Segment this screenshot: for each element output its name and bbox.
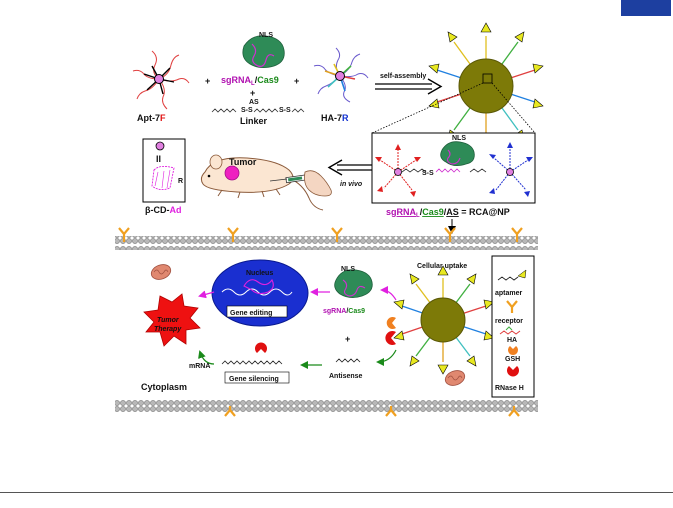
corner-accent-tab bbox=[621, 0, 671, 16]
gene-silencing-label: Gene silencing bbox=[229, 376, 279, 383]
aptamer-icon bbox=[497, 269, 527, 281]
rnase-h-on-mrna bbox=[255, 342, 267, 353]
sgrna-cas9-label-top: sgRNAL/Cas9 bbox=[221, 75, 279, 87]
hand-icon bbox=[304, 170, 332, 197]
cd-roman-ii: II bbox=[156, 154, 161, 164]
nls-label-top: NLS bbox=[259, 32, 273, 39]
plus-sign-3: + bbox=[294, 76, 299, 86]
nls-label-cell: NLS bbox=[341, 266, 355, 273]
legend-aptamer-label: aptamer bbox=[495, 290, 523, 297]
legend-ha-label: HA bbox=[507, 337, 517, 344]
linker-label: Linker bbox=[240, 116, 268, 126]
cell-membrane-bottom bbox=[115, 400, 538, 414]
linker-strand-right bbox=[291, 108, 305, 113]
cd-r-label: R bbox=[178, 178, 183, 185]
nls-label-zoom: NLS bbox=[452, 135, 466, 142]
cas9-complex-icon-cell bbox=[334, 269, 373, 298]
cytoplasm-label: Cytoplasm bbox=[141, 382, 187, 392]
gsh-icon bbox=[508, 346, 518, 355]
zoom-line-right bbox=[491, 82, 536, 134]
legend-gsh-label: GSH bbox=[505, 356, 520, 363]
plus-sign-2: + bbox=[250, 88, 255, 98]
gene-editing-label: Gene editing bbox=[230, 310, 272, 317]
ha-icon bbox=[499, 326, 521, 335]
mitochondrion-icon-2 bbox=[444, 370, 466, 386]
gene-silencing-box bbox=[224, 371, 290, 384]
cas9-complex-icon bbox=[242, 35, 285, 68]
mrna-to-tumor-arrow bbox=[198, 350, 215, 365]
linker-ss-1: S-S bbox=[241, 107, 253, 114]
linker-strand-left bbox=[211, 108, 237, 113]
nucleus-label: Nucleus bbox=[246, 270, 273, 277]
mitochondrion-icon-1 bbox=[150, 264, 172, 280]
nucleus bbox=[211, 259, 309, 327]
receptor-icons-top bbox=[118, 227, 523, 242]
mrna-strand bbox=[221, 360, 283, 365]
linker-as-label: AS bbox=[249, 99, 259, 106]
mrna-label: mRNA bbox=[189, 363, 210, 370]
cellular-uptake-label: Cellular uptake bbox=[417, 263, 467, 270]
legend-box: aptamer receptor HA GSH RNase H bbox=[491, 255, 535, 398]
ha-7r-label: HA-7R bbox=[321, 113, 349, 123]
tumor-label-mouse: Tumor bbox=[229, 157, 257, 167]
bottom-divider bbox=[0, 492, 673, 493]
in-vivo-arrow bbox=[327, 159, 378, 176]
in-vivo-label: in vivo bbox=[340, 181, 363, 188]
gsh-icon-cell bbox=[386, 317, 396, 329]
zoom-line-left bbox=[371, 82, 484, 134]
legend-rnase-h-label: RNase H bbox=[495, 385, 524, 392]
sgrna-cas9-label-cell: sgRNA/Cas9 bbox=[323, 308, 365, 315]
rnase-h-icon-cell bbox=[385, 331, 396, 345]
zoom-ss-label: S-S bbox=[422, 170, 434, 177]
rnase-h-icon bbox=[507, 366, 519, 377]
self-assembly-label: self-assembly bbox=[380, 73, 426, 80]
apt-7f-particle bbox=[132, 50, 190, 110]
np-to-antisense-arrow bbox=[376, 349, 397, 366]
tumor-therapy-label-1: Tumor bbox=[157, 317, 180, 324]
plus-sign-cell: + bbox=[345, 334, 350, 344]
cd-ad-box bbox=[142, 138, 186, 203]
zoom-box bbox=[371, 132, 536, 204]
antisense-label: Antisense bbox=[329, 373, 363, 380]
rca-np-cell bbox=[393, 265, 495, 375]
plus-sign-1: + bbox=[205, 76, 210, 86]
tumor-therapy-label-2: Therapy bbox=[154, 326, 182, 333]
cell-membrane-top bbox=[115, 236, 538, 250]
np-to-cas9-arrow bbox=[380, 286, 397, 301]
linker-ss-2: S-S bbox=[279, 107, 291, 114]
receptor-icons-bottom bbox=[224, 406, 520, 417]
legend-receptor-label: receptor bbox=[495, 318, 523, 325]
receptor-icon bbox=[506, 300, 518, 313]
self-assembly-arrow bbox=[375, 78, 443, 95]
linker-strand-mid bbox=[253, 108, 279, 113]
nucleus-to-tumor-arrow bbox=[198, 290, 215, 299]
antisense-strand bbox=[335, 358, 361, 363]
mouse-icon bbox=[200, 154, 324, 211]
apt-7f-label: Apt-7F bbox=[137, 113, 166, 123]
rca-np-formula: sgRNAL/Cas9/AS = RCA@NP bbox=[386, 207, 510, 219]
rca-np-top bbox=[428, 22, 544, 150]
tumor-therapy-star bbox=[143, 293, 201, 347]
beta-cd-ad-label: β-CD-Ad bbox=[145, 205, 182, 215]
ha-7r-particle bbox=[313, 47, 369, 103]
